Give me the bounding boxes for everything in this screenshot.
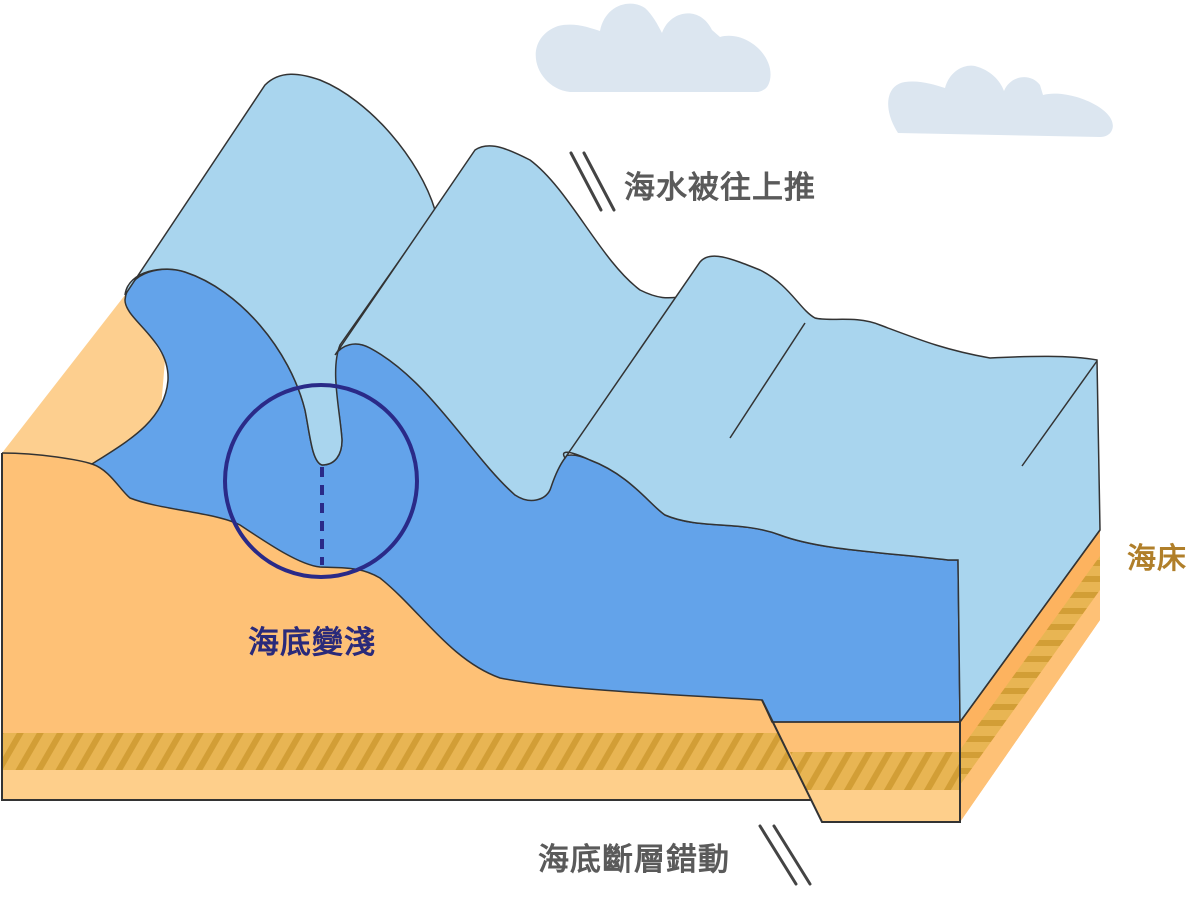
label-water-pushed-up: 海水被往上推 [624, 170, 816, 206]
highlight-circle [223, 383, 419, 579]
cloud-icon [888, 65, 1113, 137]
label-seafloor-shallower: 海底變淺 [248, 625, 376, 661]
seabed-top-face [2, 295, 165, 464]
motion-lines-icon [569, 151, 616, 212]
seafloor-front-left [2, 453, 812, 800]
cloud-icon [535, 3, 771, 93]
seafloor-front-right [772, 722, 960, 822]
motion-lines-icon [758, 824, 812, 886]
block-outlines [1, 452, 1101, 823]
label-seabed: 海床 [1127, 541, 1188, 575]
seabed-side-face [960, 530, 1100, 822]
water-surface [124, 73, 1101, 725]
label-seafloor-fault-slip: 海底斷層錯動 [538, 842, 730, 878]
